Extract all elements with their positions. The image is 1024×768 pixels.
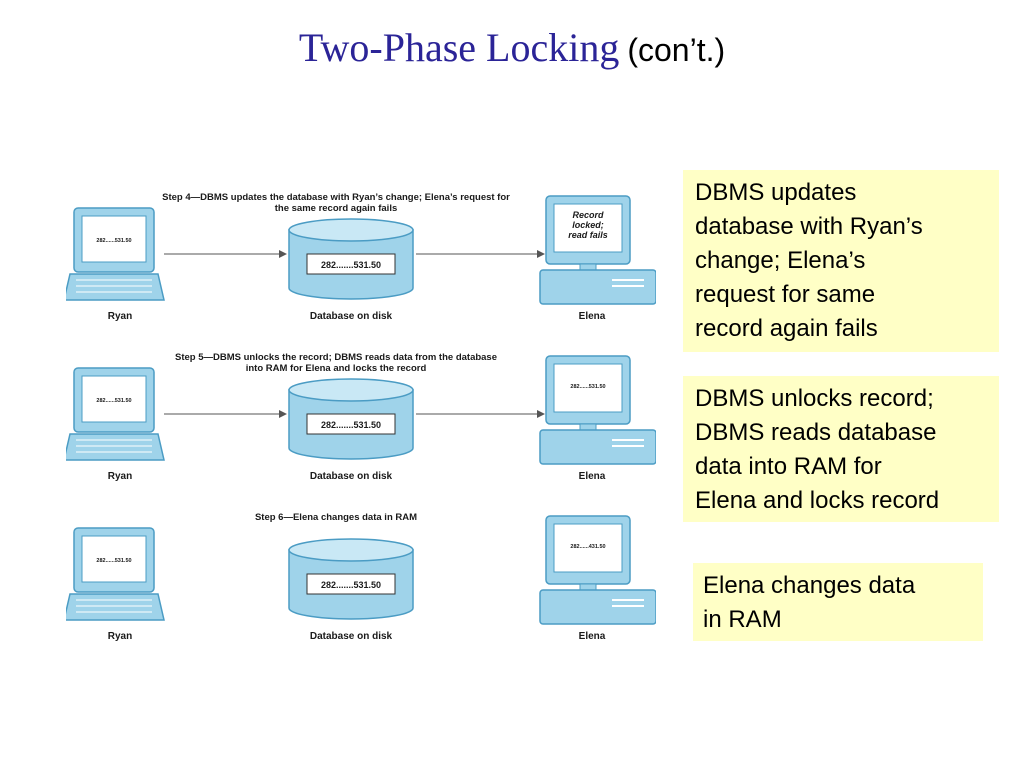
label-database: Database on disk xyxy=(310,471,393,482)
database-value-box xyxy=(306,573,396,595)
laptop-screen xyxy=(81,215,147,263)
label-ryan: Ryan xyxy=(108,311,132,322)
label-elena: Elena xyxy=(579,311,606,322)
step-group-6: Step 6—Elena changes data in RAM 282.....… xyxy=(66,512,656,642)
step-group-4: Step 4—DBMS updates the database with Ry… xyxy=(66,192,656,322)
desktop-cpu-case xyxy=(539,429,656,465)
database-value-box xyxy=(306,413,396,435)
elena-screen-line: Record xyxy=(572,210,604,220)
label-database: Database on disk xyxy=(310,631,393,642)
laptop-keyboard xyxy=(66,593,165,621)
title-sub: (con’t.) xyxy=(627,32,726,68)
elena-screen-line: read fails xyxy=(568,230,608,240)
desktop-screen xyxy=(553,363,623,413)
desktop-stand xyxy=(579,263,597,271)
label-elena: Elena xyxy=(579,631,606,642)
desktop-screen xyxy=(553,203,623,253)
note-step-5: DBMS unlocks record; DBMS reads database… xyxy=(683,376,999,522)
desktop-cpu-case xyxy=(539,589,656,625)
ryan-screen-value: 282......531.50 xyxy=(96,238,131,244)
title-main: Two-Phase Locking xyxy=(298,25,620,70)
laptop-keyboard xyxy=(66,273,165,301)
step-caption-line: Step 6—Elena changes data in RAM xyxy=(255,512,417,523)
desktop-stand xyxy=(579,583,597,591)
desktop-screen xyxy=(553,523,623,573)
step-caption-line: into RAM for Elena and locks the record xyxy=(246,363,427,374)
step-caption-line: Step 5—DBMS unlocks the record; DBMS rea… xyxy=(175,352,497,363)
label-ryan: Ryan xyxy=(108,631,132,642)
slide-title: Two-Phase Locking(con’t.) xyxy=(0,24,1024,71)
laptop-screen xyxy=(81,535,147,583)
locking-diagram: Step 4—DBMS updates the database with Ry… xyxy=(66,178,656,648)
database-value: 282.......531.50 xyxy=(321,420,381,430)
step-caption-line: Step 4—DBMS updates the database with Ry… xyxy=(162,192,510,203)
database-value: 282.......531.50 xyxy=(321,260,381,270)
step-group-5: Step 5—DBMS unlocks the record; DBMS rea… xyxy=(66,352,656,482)
elena-screen-line: locked; xyxy=(572,220,604,230)
ryan-screen-value: 282......531.50 xyxy=(96,398,131,404)
label-database: Database on disk xyxy=(310,311,393,322)
desktop-cpu-case xyxy=(539,269,656,305)
label-ryan: Ryan xyxy=(108,471,132,482)
laptop-keyboard xyxy=(66,433,165,461)
note-step-4: DBMS updates database with Ryan’s change… xyxy=(683,170,999,352)
laptop-screen xyxy=(81,375,147,423)
locking-diagram-svg: Step 4—DBMS updates the database with Ry… xyxy=(66,192,656,642)
note-step-6: Elena changes data in RAM xyxy=(693,563,983,641)
label-elena: Elena xyxy=(579,471,606,482)
elena-screen-value: 282......531.50 xyxy=(570,384,605,390)
step-caption-line: the same record again fails xyxy=(275,203,398,214)
desktop-stand xyxy=(579,423,597,431)
database-cylinder-top xyxy=(288,218,414,242)
ryan-screen-value: 282......531.50 xyxy=(96,558,131,564)
elena-screen-value: 282......431.50 xyxy=(570,544,605,550)
database-value: 282.......531.50 xyxy=(321,580,381,590)
database-cylinder-top xyxy=(288,378,414,402)
database-value-box xyxy=(306,253,396,275)
database-cylinder-top xyxy=(288,538,414,562)
